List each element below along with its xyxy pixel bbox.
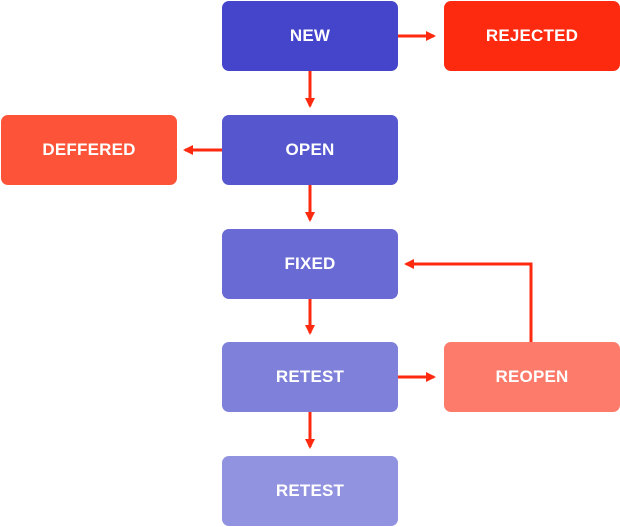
state-deffered: DEFFERED (1, 115, 177, 185)
state-open: OPEN (222, 115, 398, 185)
state-new-label: NEW (289, 26, 331, 45)
state-deffered-label: DEFFERED (42, 140, 136, 159)
arrow-reopen-to-fixed (404, 259, 533, 342)
state-retest: RETEST (222, 342, 398, 412)
state-retest-label: RETEST (275, 367, 345, 386)
state-fixed: FIXED (222, 229, 398, 299)
state-reopen: REOPEN (444, 342, 620, 412)
state-rejected: REJECTED (444, 1, 620, 71)
state-retest-final-label: RETEST (275, 481, 345, 500)
state-fixed-label: FIXED (284, 254, 336, 273)
state-rejected-label: REJECTED (485, 26, 579, 45)
state-retest-final: RETEST (222, 456, 398, 526)
state-new: NEW (222, 1, 398, 71)
state-open-label: OPEN (285, 140, 335, 159)
state-reopen-label: REOPEN (495, 367, 569, 386)
